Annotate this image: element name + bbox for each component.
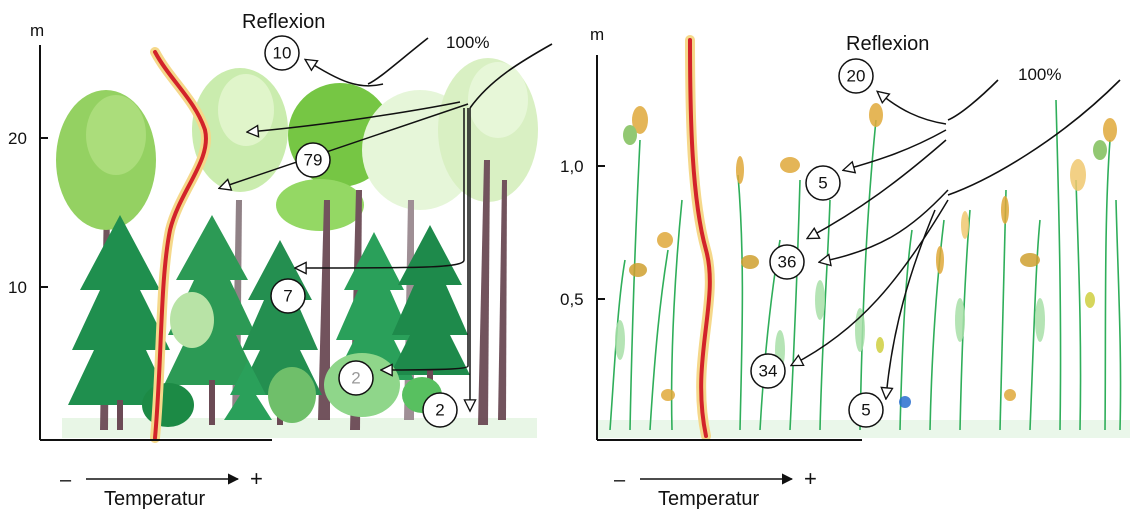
meadow-value-ground: 5 bbox=[848, 392, 884, 428]
meadow-temperature-line bbox=[688, 38, 712, 438]
conifer bbox=[390, 225, 470, 375]
forest-tick-20: 20 bbox=[8, 129, 27, 148]
bush bbox=[170, 292, 214, 348]
tree-crown bbox=[276, 179, 364, 231]
forest-temperature-line bbox=[153, 50, 208, 440]
deciduous-trees-back bbox=[56, 58, 538, 430]
forest-value-reflection: 10 bbox=[264, 35, 300, 71]
meadow-reflection-arrow bbox=[878, 92, 947, 125]
forest-value-crown: 79 bbox=[295, 142, 331, 178]
forest-reflection-arrow bbox=[306, 60, 384, 87]
svg-text:5: 5 bbox=[818, 174, 827, 193]
meadow-incoming-label: 100% bbox=[1018, 65, 1061, 84]
forest-axis-plus: + bbox=[250, 466, 263, 491]
svg-text:20: 20 bbox=[847, 67, 866, 86]
meadow-tick-0-5: 0,5 bbox=[560, 290, 584, 309]
bush bbox=[268, 367, 316, 423]
svg-text:5: 5 bbox=[861, 401, 870, 420]
conifer bbox=[68, 215, 172, 405]
forest-axis-label: Temperatur bbox=[104, 488, 205, 510]
meadow-middle-arrow-2 bbox=[820, 189, 949, 262]
forest-reflection-label: Reflexion bbox=[242, 11, 325, 33]
forest-y-unit: m bbox=[30, 21, 44, 40]
forest-trunk-arrow bbox=[296, 108, 465, 268]
tree-crown bbox=[218, 74, 274, 146]
svg-text:36: 36 bbox=[778, 253, 797, 272]
meadow-reflection-label: Reflexion bbox=[846, 33, 929, 55]
meadow-value-upper: 5 bbox=[805, 165, 841, 201]
meadow-axis-plus: + bbox=[804, 466, 817, 491]
meadow-axis-minus: – bbox=[614, 469, 626, 491]
meadow-incoming-radiation bbox=[947, 79, 999, 121]
forest-crown-absorption-arrow-upper bbox=[248, 101, 461, 132]
trunk bbox=[318, 200, 330, 420]
meadow-value-lower: 34 bbox=[750, 353, 786, 389]
forest-value-shrub: 2 bbox=[338, 360, 374, 396]
forest-shrub-arrow bbox=[382, 108, 469, 370]
forest-incoming-radiation-deep bbox=[469, 43, 553, 109]
trunk bbox=[498, 180, 507, 420]
meadow-value-reflection: 20 bbox=[838, 58, 874, 94]
forest-panel: m 20 10 100% Reflexion 10 79 7 2 bbox=[8, 11, 553, 510]
svg-text:2: 2 bbox=[435, 401, 444, 420]
trunk bbox=[117, 400, 123, 430]
meadow-value-middle: 36 bbox=[769, 244, 805, 280]
meadow-upper-arrow bbox=[844, 129, 947, 170]
meadow-incoming-radiation-deep bbox=[947, 79, 1121, 196]
svg-text:34: 34 bbox=[759, 362, 778, 381]
tree-crown bbox=[468, 62, 528, 138]
meadow-ground bbox=[598, 420, 1130, 438]
meadow-ground-arrow bbox=[886, 209, 936, 398]
meadow-lower-arrow bbox=[792, 199, 949, 365]
forest-incoming-radiation bbox=[367, 37, 429, 85]
bush bbox=[142, 383, 194, 427]
meadow-panel: m 1,0 0,5 100% Reflexion 20 5 36 34 bbox=[560, 25, 1130, 510]
meadow-tick-1-0: 1,0 bbox=[560, 157, 584, 176]
meadow-axis-label: Temperatur bbox=[658, 488, 759, 510]
forest-crown-absorption-arrow bbox=[220, 103, 469, 188]
trunk bbox=[478, 160, 490, 425]
svg-text:2: 2 bbox=[351, 369, 360, 388]
forest-incoming-label: 100% bbox=[446, 33, 489, 52]
forest-value-trunk: 7 bbox=[270, 278, 306, 314]
meadow-y-unit: m bbox=[590, 25, 604, 44]
svg-text:7: 7 bbox=[283, 287, 292, 306]
conifer bbox=[238, 240, 322, 395]
conifer-trees bbox=[68, 215, 470, 430]
meadow-leaves bbox=[615, 103, 1117, 408]
tree-crown bbox=[86, 95, 146, 175]
forest-tick-10: 10 bbox=[8, 278, 27, 297]
svg-text:79: 79 bbox=[304, 151, 323, 170]
forest-axis-minus: – bbox=[60, 469, 72, 491]
forest-value-ground: 2 bbox=[422, 392, 458, 428]
svg-text:10: 10 bbox=[273, 44, 292, 63]
meadow-vegetation bbox=[609, 99, 1122, 431]
meadow-middle-arrow bbox=[808, 139, 947, 238]
conifer bbox=[334, 232, 414, 380]
conifer bbox=[224, 360, 272, 420]
trunk bbox=[209, 380, 215, 425]
